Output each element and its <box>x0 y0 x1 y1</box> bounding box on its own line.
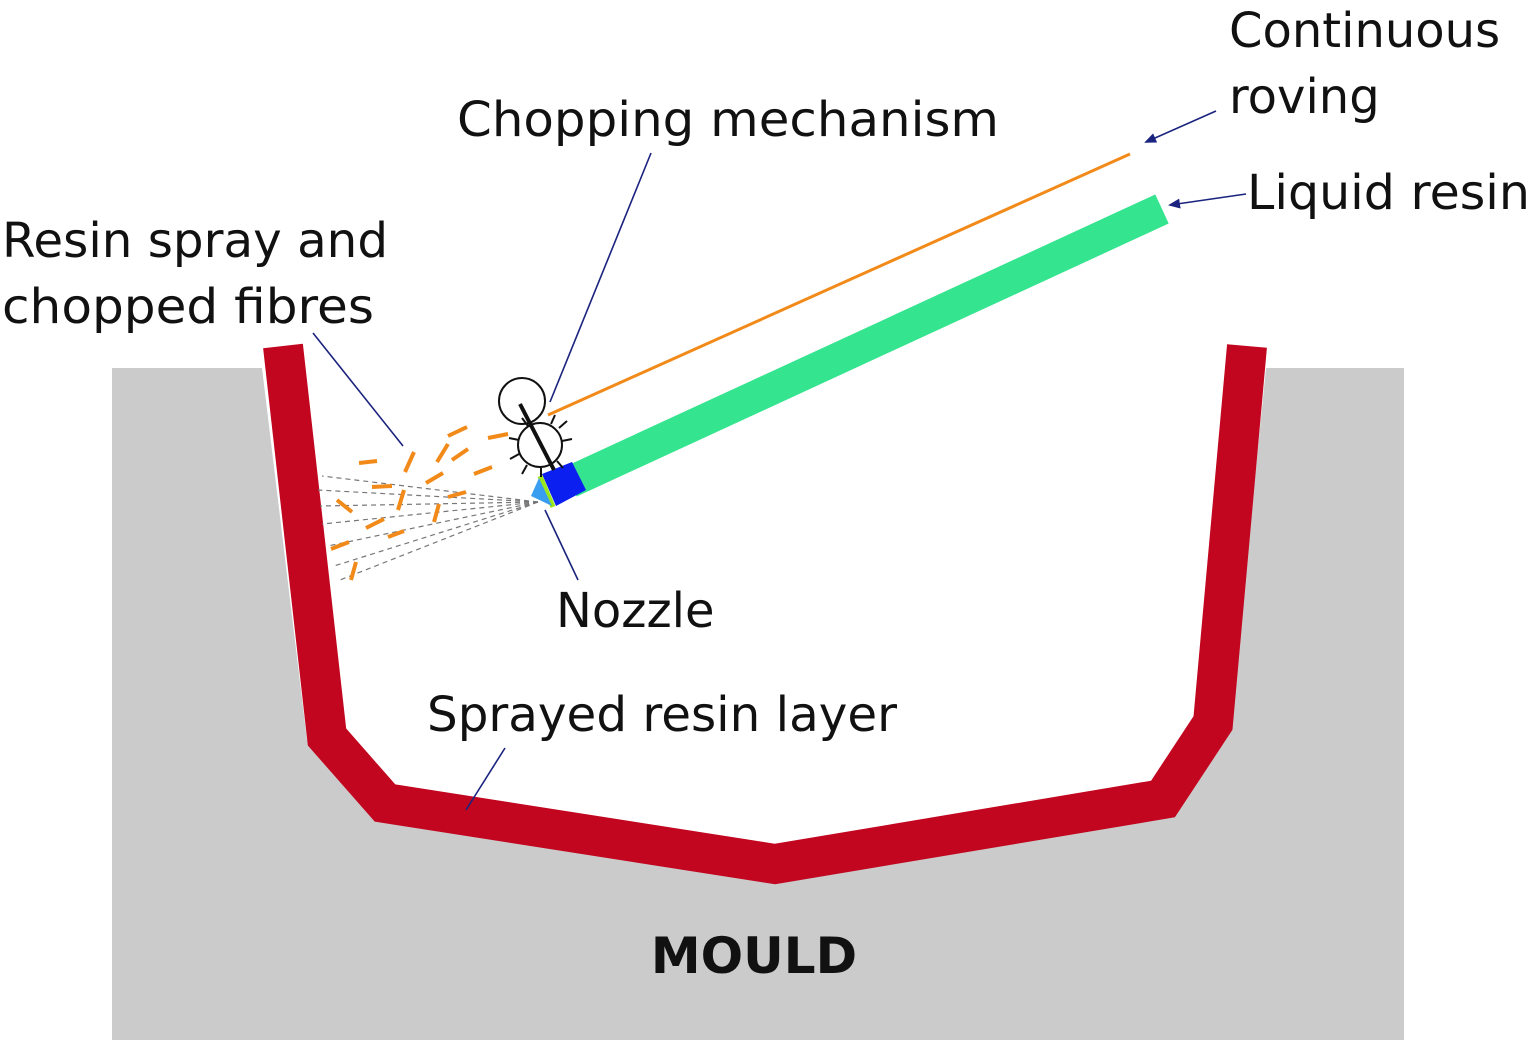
arrow-continuous-roving <box>1144 110 1217 143</box>
chopped-fibre <box>358 459 378 465</box>
upper-roller <box>498 377 546 425</box>
chopped-fibres <box>330 425 509 581</box>
chopped-fibre <box>435 442 450 464</box>
chopped-fibre <box>396 489 406 511</box>
leader-lines <box>312 110 1247 811</box>
chopping-mechanism <box>498 377 573 477</box>
chopped-fibre <box>487 432 509 440</box>
leader-sprayed-resin-layer <box>465 747 506 811</box>
liquid-resin-tube <box>563 194 1169 497</box>
chopped-fibre <box>371 484 393 489</box>
label-chopping-mechanism: Chopping mechanism <box>457 92 999 148</box>
label-sprayed-resin-layer: Sprayed resin layer <box>427 687 897 743</box>
leader-chopping-mechanism <box>549 152 652 403</box>
chopper-shaft <box>518 403 556 471</box>
chopped-fibre <box>365 517 385 530</box>
label-continuous-roving-line1: Continuous <box>1229 3 1500 59</box>
chopped-fibre <box>387 529 405 539</box>
chopped-fibre <box>447 425 468 438</box>
chopped-fibre <box>432 503 441 523</box>
leader-resin-spray <box>312 332 404 447</box>
label-continuous-roving-line2: roving <box>1229 69 1380 125</box>
mould <box>112 368 1404 1040</box>
chopped-fibre <box>403 451 416 473</box>
chopped-fibre <box>349 561 358 581</box>
label-resin-spray-line2: chopped fibres <box>2 279 374 335</box>
sprayed-resin-layer <box>263 343 1267 885</box>
labels: Continuous roving Chopping mechanism Liq… <box>2 3 1530 985</box>
chopped-fibre <box>447 490 467 499</box>
label-liquid-resin: Liquid resin <box>1247 165 1530 221</box>
chopped-fibre <box>450 447 470 462</box>
arrow-liquid-resin <box>1168 193 1247 209</box>
continuous-roving <box>547 152 1131 417</box>
chopped-fibre <box>473 465 493 476</box>
nozzle <box>531 462 586 508</box>
leader-nozzle <box>544 509 579 581</box>
chopped-fibre <box>424 471 445 485</box>
chopped-fibre <box>330 540 350 551</box>
label-resin-spray-line1: Resin spray and <box>2 213 388 269</box>
spray-cone <box>317 475 539 581</box>
label-mould: MOULD <box>651 927 857 985</box>
label-nozzle: Nozzle <box>556 583 715 639</box>
cutter-blades <box>508 414 573 477</box>
chopped-fibre <box>335 498 354 514</box>
